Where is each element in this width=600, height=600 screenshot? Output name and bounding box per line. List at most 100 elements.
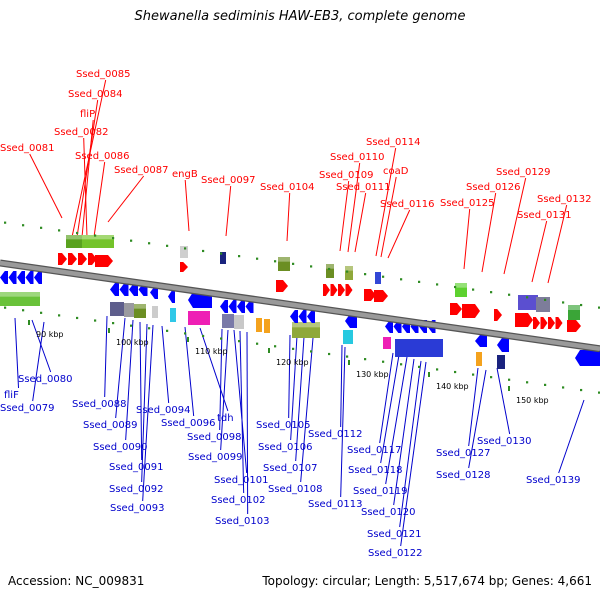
inner-rail-dot xyxy=(112,322,115,325)
forward-label-leader xyxy=(481,192,497,273)
forward-label-leader xyxy=(81,119,94,238)
reverse-gene-arrow xyxy=(34,271,42,284)
forward-gene-arrow xyxy=(345,284,353,296)
reverse-label-leader xyxy=(340,344,343,428)
reverse-gene-arrow xyxy=(188,292,212,308)
reverse-label-leader xyxy=(468,369,487,469)
reverse-gene-arrow xyxy=(25,271,34,284)
reverse-gene-label: Ssed_0108 xyxy=(268,484,323,495)
outer-rail-dot xyxy=(544,298,547,301)
reverse-gene-arrow xyxy=(298,310,307,323)
kbp-tick-label: 150 kbp xyxy=(516,396,549,405)
reverse-gene-label: Ssed_0080 xyxy=(18,374,73,385)
reverse-gene-label: Ssed_0128 xyxy=(436,470,491,481)
cog-box xyxy=(264,319,270,333)
outer-rail-dot xyxy=(454,285,457,289)
kbp-tick-label: 140 kbp xyxy=(436,382,469,391)
kbp-tick-mark xyxy=(348,360,350,365)
reverse-gene-arrow xyxy=(119,283,129,296)
inner-rail-dot xyxy=(472,373,475,376)
forward-gene-label: Ssed_0110 xyxy=(330,152,385,163)
reverse-label-leader xyxy=(199,327,229,412)
forward-label-leader xyxy=(93,161,106,238)
reverse-gene-arrow xyxy=(0,271,8,284)
forward-gene-arrow xyxy=(58,253,67,265)
outer-rail-dot xyxy=(184,247,187,250)
reverse-gene-label: Ssed_0102 xyxy=(211,495,266,506)
cog-box-highlight xyxy=(134,304,146,309)
outer-rail-dot xyxy=(94,234,97,237)
outer-rail-dot xyxy=(400,278,403,281)
reverse-gene-label: Ssed_0098 xyxy=(187,432,242,443)
forward-gene-arrow xyxy=(330,284,338,296)
cog-box xyxy=(292,322,320,338)
reverse-label-leader xyxy=(139,321,143,461)
reverse-label-leader xyxy=(219,328,223,431)
outer-rail-dot xyxy=(292,262,295,265)
inner-rail-dot xyxy=(436,368,439,371)
inner-rail-dot xyxy=(256,342,259,345)
inner-rail-dot xyxy=(490,376,493,379)
reverse-gene-arrow xyxy=(575,350,600,366)
forward-gene-arrow xyxy=(323,284,330,296)
forward-gene-arrow xyxy=(533,317,540,329)
forward-gene-label: Ssed_0125 xyxy=(440,198,495,209)
reverse-label-leader xyxy=(246,331,249,515)
inner-rail-dot xyxy=(4,306,7,309)
reverse-gene-label: Ssed_0107 xyxy=(263,463,318,474)
kbp-tick-label: 130 kbp xyxy=(356,370,389,379)
forward-gene-arrow xyxy=(515,313,533,327)
inner-rail-dot xyxy=(40,311,43,314)
reverse-gene-label: Ssed_0122 xyxy=(368,548,423,559)
inner-rail-dot xyxy=(94,319,97,322)
reverse-label-leader xyxy=(104,315,108,398)
forward-label-leader xyxy=(347,162,361,253)
reverse-gene-label: Ssed_0096 xyxy=(161,418,216,429)
reverse-gene-label: Ssed_0079 xyxy=(0,403,55,414)
forward-gene-label: Ssed_0082 xyxy=(54,127,109,138)
forward-label-leader xyxy=(547,204,568,284)
inner-rail-dot xyxy=(580,388,583,392)
outer-rail-dot xyxy=(346,270,349,273)
forward-gene-arrow xyxy=(462,304,480,318)
cog-box xyxy=(455,283,467,297)
inner-rail-dot xyxy=(454,370,457,374)
cog-box-highlight xyxy=(0,292,40,297)
forward-gene-label: Ssed_0104 xyxy=(260,182,315,193)
forward-gene-arrow xyxy=(78,253,87,265)
forward-gene-arrow xyxy=(180,262,188,272)
forward-gene-label: Ssed_0114 xyxy=(366,137,421,148)
cog-box xyxy=(124,303,134,317)
reverse-gene-label: tdh xyxy=(217,413,234,424)
cog-box xyxy=(180,246,188,258)
reverse-label-leader xyxy=(125,319,134,441)
cog-box xyxy=(134,304,146,318)
cog-box xyxy=(343,330,353,344)
outer-rail-dot xyxy=(472,288,475,291)
forward-label-leader xyxy=(225,185,232,237)
inner-rail-dot xyxy=(220,337,223,340)
reverse-gene-arrow xyxy=(8,271,17,284)
reverse-gene-label: Ssed_0106 xyxy=(258,442,313,453)
inner-rail-dot xyxy=(148,327,151,330)
forward-label-leader xyxy=(76,99,99,238)
cog-box xyxy=(170,308,176,322)
reverse-label-leader xyxy=(300,337,314,483)
reverse-gene-label: Ssed_0113 xyxy=(308,499,363,510)
reverse-gene-arrow xyxy=(110,283,119,296)
cog-box-highlight xyxy=(278,257,290,262)
forward-gene-arrow xyxy=(540,317,548,329)
reverse-gene-arrow xyxy=(497,338,509,352)
genome-title: Shewanella sediminis HAW-EB3, complete g… xyxy=(134,9,466,24)
cog-box xyxy=(188,311,210,325)
inner-rail-dot xyxy=(202,334,205,338)
forward-gene-label: Ssed_0109 xyxy=(319,170,374,181)
reverse-gene-label: Ssed_0119 xyxy=(353,486,408,497)
forward-label-leader xyxy=(286,192,291,242)
kbp-tick-mark xyxy=(28,320,30,325)
reverse-label-leader xyxy=(400,361,427,547)
forward-label-leader xyxy=(503,177,527,275)
cog-box xyxy=(383,337,391,349)
reverse-label-leader xyxy=(399,360,422,528)
inner-rail-dot xyxy=(346,355,349,358)
